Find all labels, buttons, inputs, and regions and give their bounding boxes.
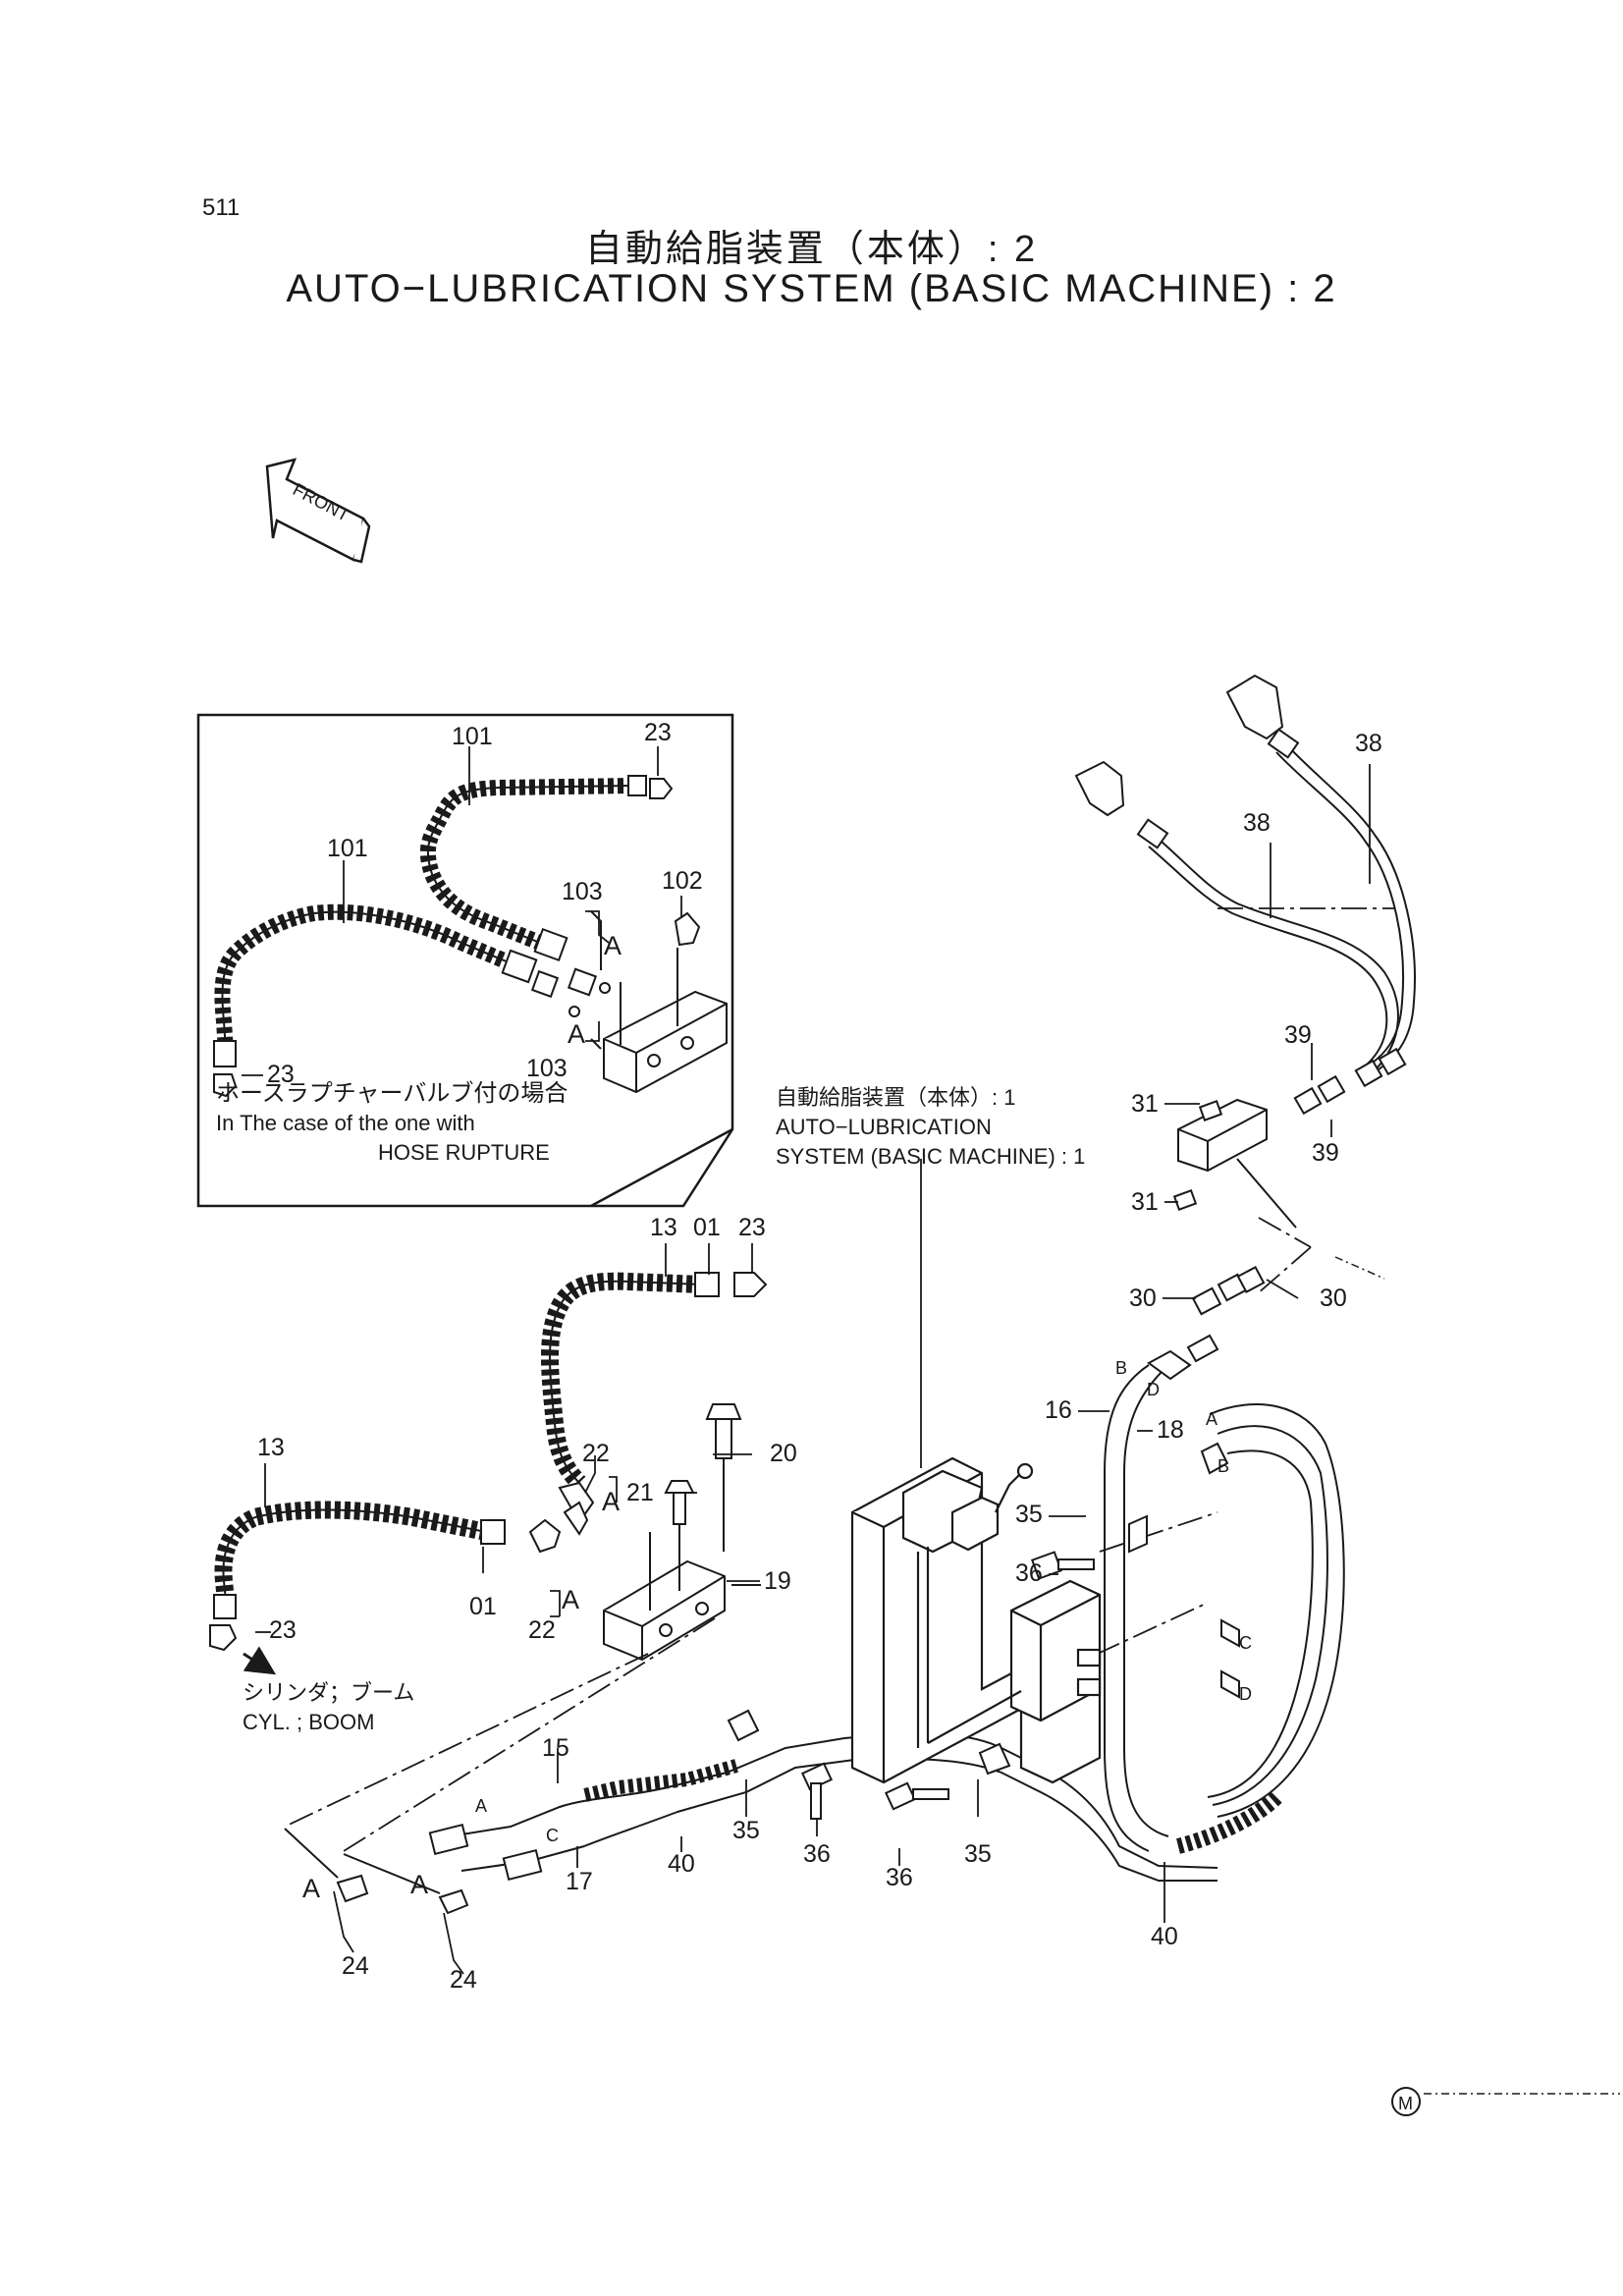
part-label-18: 18 [1157, 1416, 1184, 1444]
part-label-20: 20 [770, 1440, 797, 1467]
part-label-30: 30 [1320, 1285, 1347, 1312]
connection-letter-b: B [1115, 1358, 1128, 1378]
part-label-13: 13 [650, 1214, 677, 1241]
inset-note-english-line2: HOSE RUPTURE [378, 1140, 550, 1165]
inset-part-label-101: 101 [452, 723, 493, 750]
fitting-39 [1293, 1047, 1407, 1116]
part-label-15: 15 [542, 1734, 569, 1762]
part-label-40: 40 [668, 1850, 695, 1878]
part-label-24: 24 [342, 1952, 369, 1980]
hose-13-lower [209, 1501, 506, 1675]
inset-part-label-103: 103 [526, 1055, 568, 1082]
centerline-group [284, 907, 1394, 1852]
part-label-23: 23 [738, 1214, 766, 1241]
cylinder-note-english: CYL. ; BOOM [243, 1710, 375, 1734]
part-label-38: 38 [1355, 730, 1382, 757]
reference-note-line3: SYSTEM (BASIC MACHINE) : 1 [776, 1144, 1086, 1169]
part-label-38: 38 [1243, 809, 1271, 837]
inset-frame [196, 713, 734, 1208]
inset-connection-label-a: A [604, 931, 622, 960]
inset-part-label-23: 23 [267, 1061, 295, 1088]
page-title-english: AUTO−LUBRICATION SYSTEM (BASIC MACHINE) … [286, 267, 1337, 310]
hose-16-18-bundle [1104, 1334, 1345, 1854]
connection-letter-a: A [475, 1796, 488, 1816]
connection-letter-b: B [1217, 1456, 1230, 1476]
connection-label-a: A [562, 1585, 580, 1614]
connection-letter-c: C [1239, 1633, 1252, 1653]
connection-letter-a: A [1206, 1409, 1218, 1429]
part-label-40: 40 [1151, 1923, 1178, 1950]
part-label-35: 35 [964, 1840, 992, 1868]
connection-label-a: A [302, 1874, 321, 1903]
connection-label-a: A [602, 1487, 621, 1516]
connection-label-a: A [410, 1870, 429, 1899]
leader-lines [242, 746, 1371, 1975]
part-label-23: 23 [269, 1616, 297, 1644]
part-label-36: 36 [886, 1864, 913, 1891]
part-label-19: 19 [764, 1567, 791, 1595]
lubrication-pump-unit [850, 1456, 1102, 1784]
inset-note-english-line1: In The case of the one with [216, 1111, 475, 1135]
part-label-36: 36 [803, 1840, 831, 1868]
connection-letter-d: D [1239, 1684, 1252, 1704]
manifold-block-19 [528, 1403, 761, 1662]
bolt-36-c [1031, 1551, 1095, 1580]
fitting-30 [1191, 1266, 1266, 1316]
connection-letter-d: D [1147, 1380, 1160, 1399]
bolt-36-a [800, 1762, 834, 1820]
inset-note-japanese: ホースラプチャーバルブ付の場合 [216, 1080, 568, 1107]
footer-mark-icon: M [1391, 2087, 1421, 2116]
part-label-39: 39 [1312, 1139, 1339, 1167]
block-31 [1172, 1098, 1297, 1229]
page-title-japanese: 自動給脂装置（本体）: 2 [584, 229, 1039, 270]
part-label-31: 31 [1131, 1188, 1159, 1216]
inset-part-label-23: 23 [644, 719, 672, 746]
page-number: 511 [202, 194, 241, 221]
inset-block [530, 910, 728, 1094]
cylinder-note-japanese: シリンダ；ブーム [243, 1680, 415, 1705]
part-label-31: 31 [1131, 1090, 1159, 1118]
part-label-16: 16 [1045, 1396, 1072, 1424]
hose-15-17-bundle [284, 1709, 1218, 1915]
part-label-24: 24 [450, 1966, 477, 1994]
part-label-35: 35 [1015, 1501, 1043, 1528]
part-label-35: 35 [732, 1817, 760, 1844]
part-label-01: 01 [693, 1214, 721, 1241]
part-label-22: 22 [528, 1616, 556, 1644]
bolt-36-b [884, 1781, 949, 1811]
inset-part-label-102: 102 [662, 867, 703, 895]
part-label-22: 22 [582, 1440, 610, 1467]
front-arrow-icon: FRONT [265, 458, 371, 564]
inset-part-label-103: 103 [562, 878, 603, 905]
inset-hose-upper [419, 775, 674, 962]
detail-marks [1334, 1256, 1620, 2095]
inset-hose-lower [213, 903, 538, 1098]
part-label-17: 17 [566, 1868, 593, 1895]
hose-38-pair [1074, 674, 1416, 1076]
part-label-01: 01 [469, 1593, 497, 1620]
part-label-30: 30 [1129, 1285, 1157, 1312]
part-label-13: 13 [257, 1434, 285, 1461]
reference-note-japanese: 自動給脂装置（本体）: 1 [776, 1085, 1016, 1110]
reference-note-line2: AUTO−LUBRICATION [776, 1115, 992, 1139]
inset-part-label-101: 101 [327, 835, 368, 862]
part-label-36: 36 [1015, 1559, 1043, 1587]
part-label-21: 21 [626, 1479, 654, 1506]
hose-13-upper [541, 1272, 768, 1524]
part-label-39: 39 [1284, 1021, 1312, 1049]
inset-connection-label-a: A [568, 1019, 586, 1049]
footer-mark-label: M [1398, 2094, 1413, 2113]
connection-letter-c: C [546, 1826, 559, 1845]
